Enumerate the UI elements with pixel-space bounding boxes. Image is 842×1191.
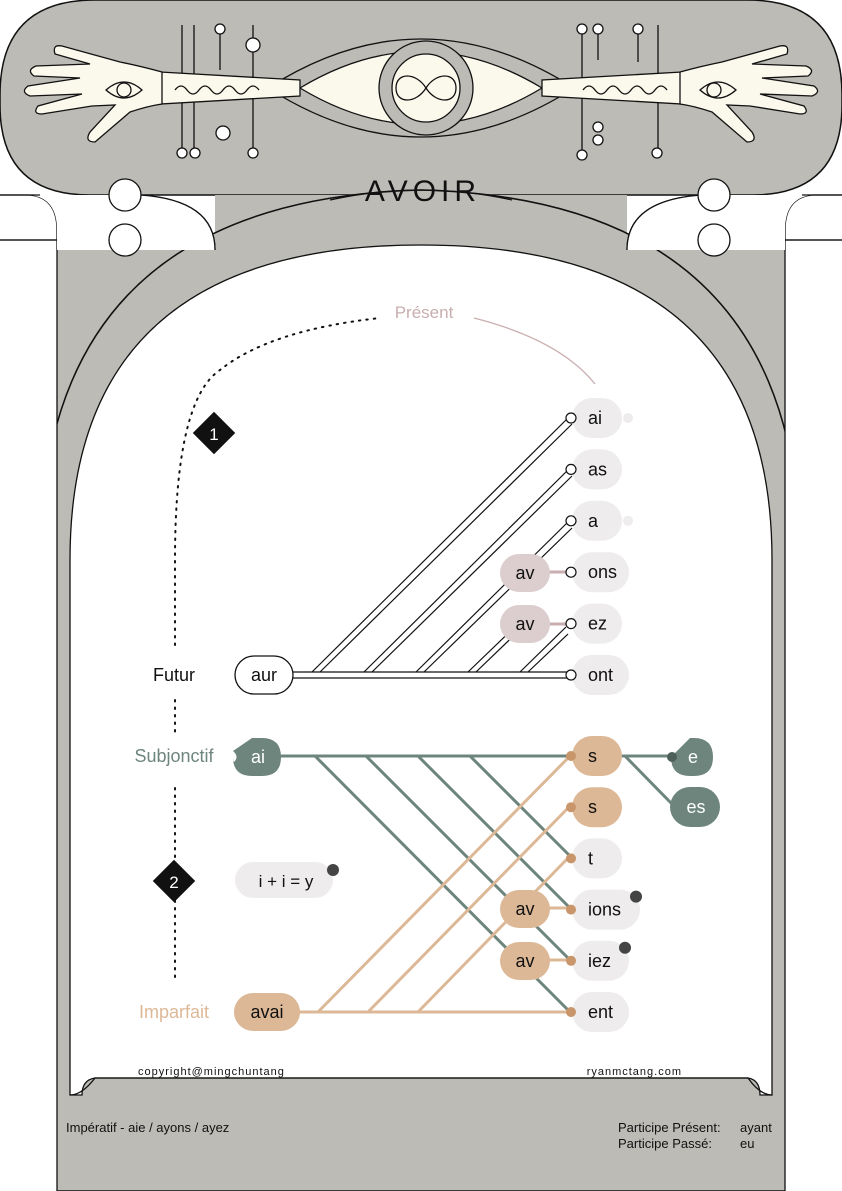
ending-present-text-2: a xyxy=(588,511,599,531)
participe-passe-label: Participe Passé: xyxy=(618,1136,712,1151)
tense-subjonctif-label: Subjonctif xyxy=(134,746,214,766)
ending-imparfait-0 xyxy=(572,736,622,776)
ending-imparfait-node-3 xyxy=(566,904,576,915)
ending-present-1 xyxy=(572,449,622,490)
marker-2-label: 2 xyxy=(169,873,178,892)
participe-passe-value: eu xyxy=(740,1136,754,1151)
tense-timeline: 1 2 Présent Futur Subjonctif Imparfait xyxy=(134,303,596,1022)
ending-imparfait-text-0: s xyxy=(588,746,597,766)
stem-present-vous-text: av xyxy=(515,614,534,634)
participe-present-label: Participe Présent: xyxy=(618,1120,721,1135)
ending-imparfait-text-3: ions xyxy=(588,900,621,920)
stem-subjonctif-text: ai xyxy=(251,747,265,767)
page-title: AVOIR xyxy=(365,175,481,208)
ending-imparfait-node-0 xyxy=(566,751,576,761)
ending-present-marker-0 xyxy=(623,413,633,423)
ending-present-node-4 xyxy=(565,617,577,630)
stem-present-nous-text: av xyxy=(515,563,534,583)
ending-imparfait-node-4 xyxy=(566,955,576,966)
ending-imparfait-3 xyxy=(572,889,640,930)
ending-imparfait-4 xyxy=(572,940,629,981)
ending-present-text-4: ez xyxy=(588,614,607,634)
ending-present-5 xyxy=(572,655,629,695)
stems: aur ai avai av av av av xyxy=(233,554,550,1031)
ending-imparfait-text-4: iez xyxy=(588,951,611,971)
ending-present-text-0: ai xyxy=(588,408,602,428)
rule-note-text: i + i = y xyxy=(259,872,314,891)
ending-subjonctif-e xyxy=(671,738,713,776)
participe-present-value: ayant xyxy=(740,1120,772,1135)
ending-present-3 xyxy=(572,552,629,593)
stem-futur xyxy=(234,655,294,695)
ending-imparfait-1 xyxy=(572,787,622,828)
ending-imparfait-text-5: ent xyxy=(588,1002,613,1022)
stem-imparfait-nous-text: av xyxy=(515,899,534,919)
imparfait-endings: s s t ions iez ent xyxy=(566,736,642,1032)
ending-subjonctif-es xyxy=(670,787,720,827)
ending-subjonctif-e-text: e xyxy=(688,747,698,767)
subjonctif-endings: e es xyxy=(667,738,720,827)
ending-present-text-1: as xyxy=(588,459,607,479)
marker-1-diamond xyxy=(192,411,236,455)
stem-imparfait xyxy=(234,993,300,1031)
ending-present-marker-2 xyxy=(623,515,633,526)
tense-present-label: Présent xyxy=(395,303,454,322)
stem-imparfait-vous-text: av xyxy=(515,951,534,971)
imparfait-connectors xyxy=(298,754,572,1014)
ending-present-0 xyxy=(572,398,622,438)
stem-present-nous xyxy=(500,554,550,592)
rule-note-pill xyxy=(235,862,333,898)
ending-present-text-3: ons xyxy=(588,562,617,582)
ending-imparfait-node-1 xyxy=(566,802,576,813)
ending-imparfait-text-2: t xyxy=(588,848,593,868)
present-endings: ai as a ons ez ont xyxy=(565,398,633,695)
tense-imparfait-label: Imparfait xyxy=(139,1002,209,1022)
stem-imparfait-vous xyxy=(500,942,550,980)
ending-present-node-2 xyxy=(565,515,577,527)
eye-hands-ornament xyxy=(23,23,819,161)
marker-1-label: 1 xyxy=(209,425,218,444)
tense-futur-label: Futur xyxy=(153,665,195,685)
ending-imparfait-marker-3 xyxy=(630,890,642,903)
stem-imparfait-nous xyxy=(500,890,550,928)
imperatif-text: Impératif - aie / ayons / ayez xyxy=(66,1120,229,1135)
stem-subjonctif xyxy=(233,738,281,776)
stem-futur-text: aur xyxy=(251,665,277,685)
ending-imparfait-node-5 xyxy=(566,1007,576,1017)
ending-imparfait-text-1: s xyxy=(588,797,597,817)
copyright-text: copyright@mingchuntang xyxy=(138,1066,285,1078)
ending-present-node-3 xyxy=(565,566,577,578)
ending-present-node-1 xyxy=(565,463,577,475)
ending-present-text-5: ont xyxy=(588,665,613,685)
ending-present-4 xyxy=(572,603,622,644)
ending-imparfait-node-2 xyxy=(566,853,576,864)
ending-present-node-5 xyxy=(565,669,577,681)
stem-present-vous xyxy=(500,605,550,643)
ending-subjonctif-es-text: es xyxy=(686,797,705,817)
stem-imparfait-text: avai xyxy=(250,1002,283,1022)
website-text: ryanmctang.com xyxy=(587,1066,682,1078)
ending-imparfait-2 xyxy=(572,838,622,879)
ending-imparfait-5 xyxy=(572,992,629,1032)
rule-note-dot xyxy=(327,864,339,876)
ending-imparfait-marker-4 xyxy=(619,941,631,954)
ending-present-node-0 xyxy=(565,412,577,424)
ending-present-2 xyxy=(572,500,622,541)
